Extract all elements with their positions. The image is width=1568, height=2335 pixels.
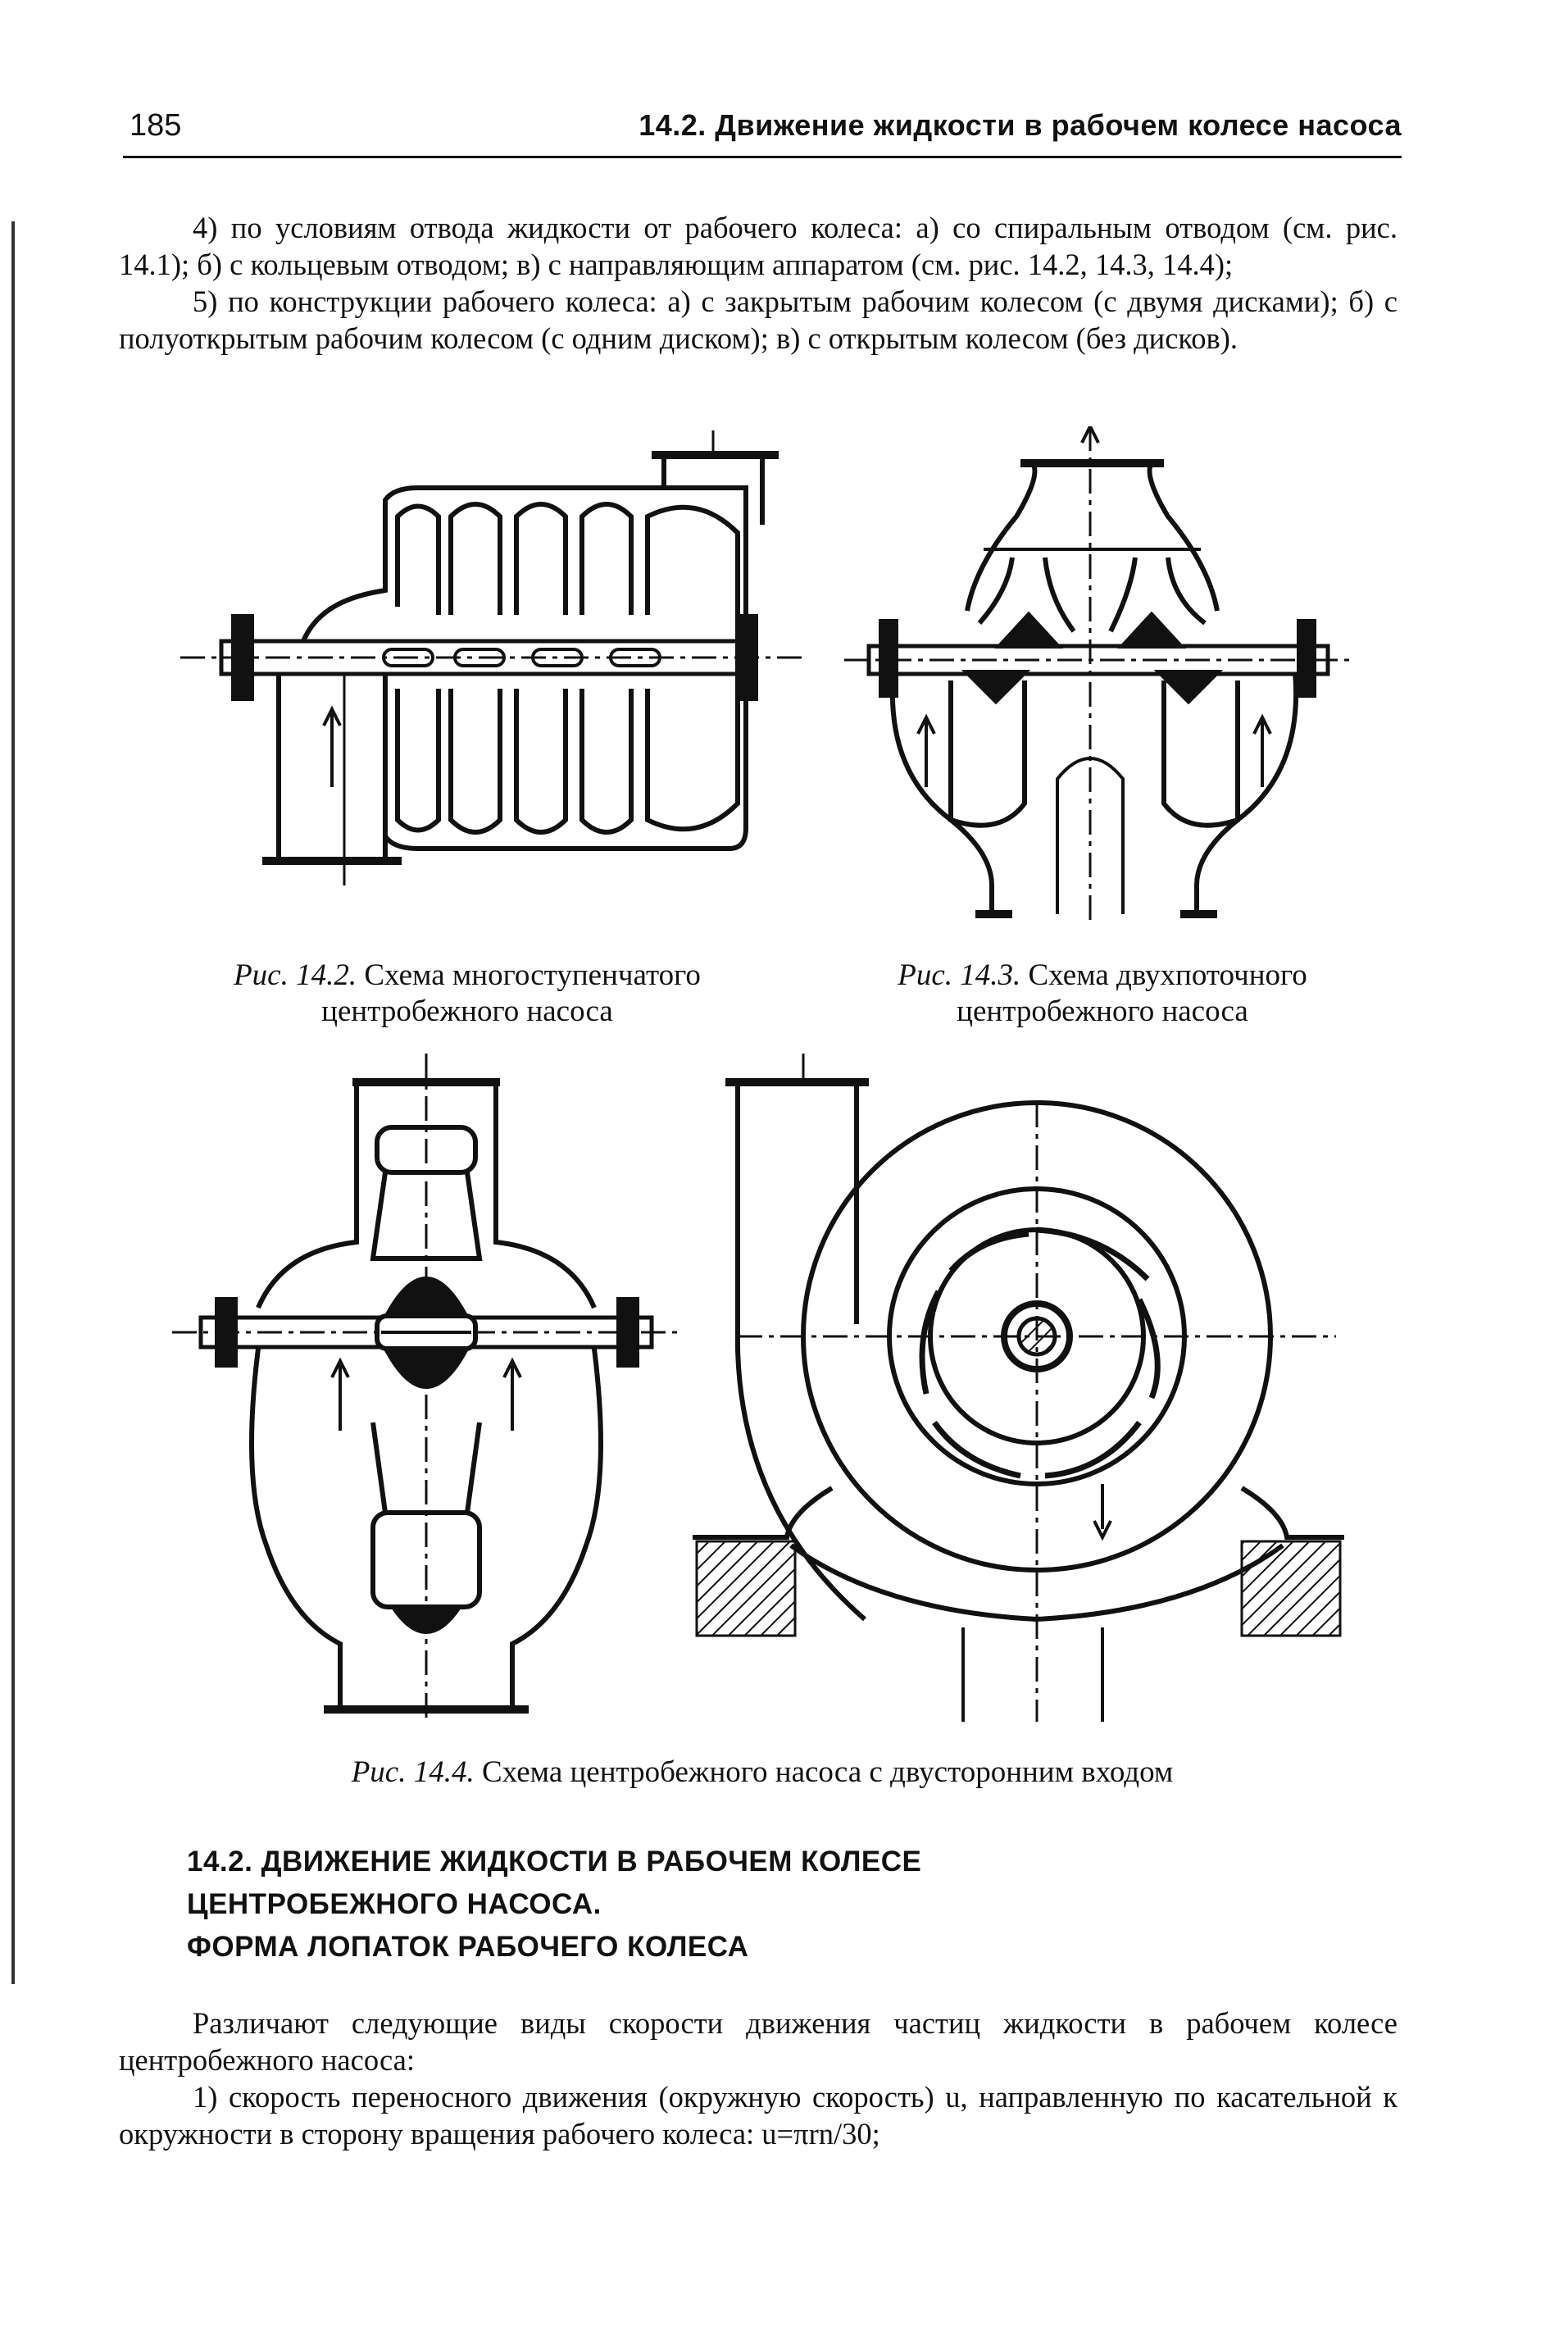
paragraph: Различают следующие виды скорости движен… [119,2006,1398,2077]
section-title: 14.2. ДВИЖЕНИЕ ЖИДКОСТИ В РАБОЧЕМ КОЛЕСЕ… [187,1841,1334,1969]
top-text: 4) по условиям отвода жидкости от рабоче… [119,209,1398,357]
section-title-line: ФОРМА ЛОПАТОК РАБОЧЕГО КОЛЕСА [187,1931,749,1963]
caption-text: Схема центробежного насоса с двусторонни… [481,1755,1174,1789]
body-text: Различают следующие виды скорости движен… [119,2005,1398,2152]
figure-14-2-multistage-pump [180,430,803,885]
caption-label: Рис. 14.2. [234,958,357,992]
figure-14-4-volute-view [693,1054,1344,1722]
caption-text: Схема двухпоточного центробежного насоса [957,958,1307,1028]
caption-label: Рис. 14.3. [898,958,1021,992]
figure-14-3-double-flow-pump [844,426,1352,926]
caption-fig-14-3: Рис. 14.3. Схема двухпоточного центробеж… [816,958,1389,1030]
page-header: 185 14.2. Движение жидкости в рабочем ко… [123,107,1402,158]
paragraph: 1) скорость переносного движения (окружн… [119,2080,1398,2151]
section-title-line: 14.2. ДВИЖЕНИЕ ЖИДКОСТИ В РАБОЧЕМ КОЛЕСЕ [187,1846,922,1878]
list-item-4: 4) по условиям отвода жидкости от рабоче… [119,211,1398,281]
page-number: 185 [130,108,182,143]
section-title-line: ЦЕНТРОБЕЖНОГО НАСОСА. [187,1888,602,1920]
list-item-5: 5) по конструкции рабочего колеса: а) с … [119,284,1398,355]
caption-fig-14-4: Рис. 14.4. Схема центробежного насоса с … [164,1755,1361,1791]
caption-fig-14-2: Рис. 14.2. Схема многоступенчатого центр… [148,958,787,1030]
caption-text: Схема многоступенчатого центробежного на… [321,958,701,1028]
running-head: 14.2. Движение жидкости в рабочем колесе… [639,108,1402,142]
margin-scan-line [11,221,15,1984]
figure-14-4-section-view [172,1054,680,1722]
caption-label: Рис. 14.4. [351,1755,475,1789]
